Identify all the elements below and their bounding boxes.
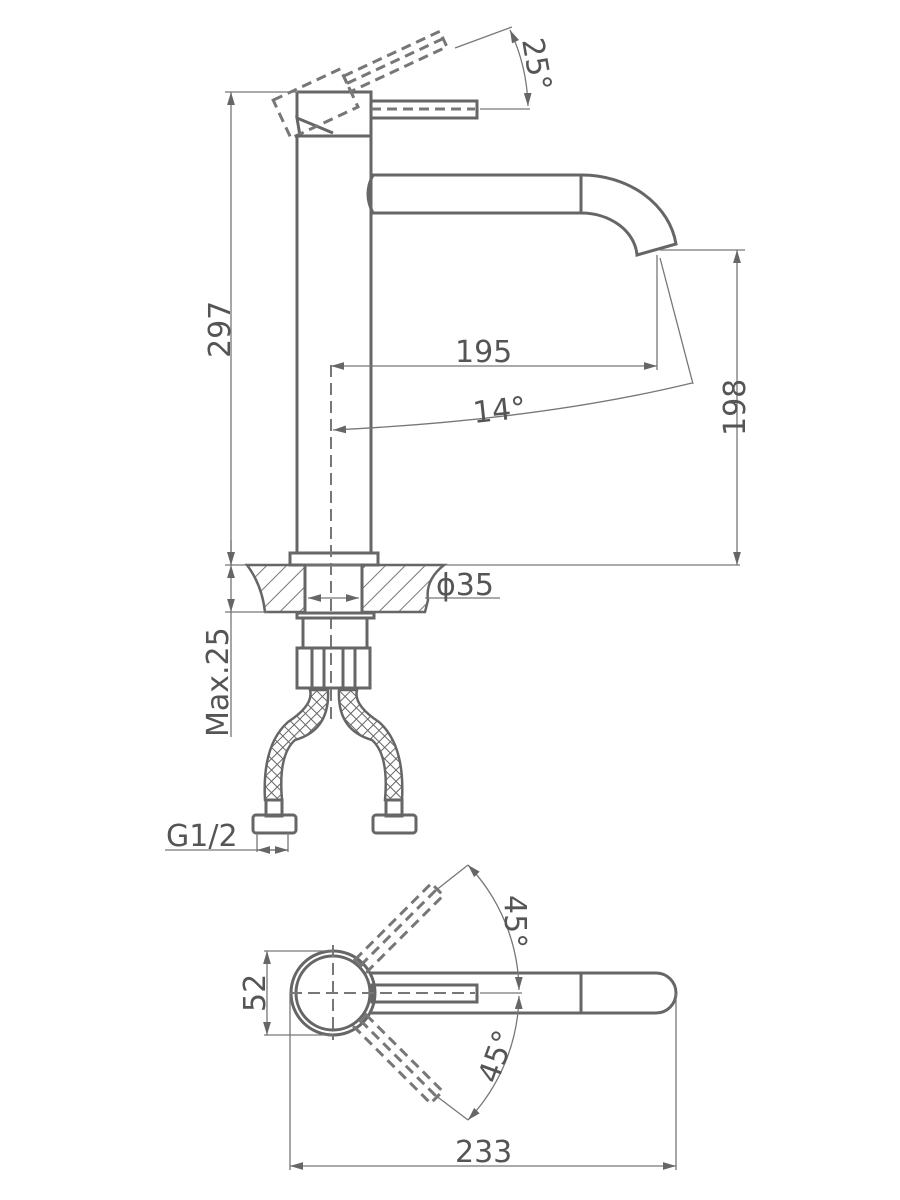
rotation-lower-label: 45° [472, 1026, 523, 1088]
diameter-52-label: 52 [238, 974, 273, 1012]
lever-position-right [352, 1012, 445, 1106]
side-view: 25° 297 195 14° 198 [165, 26, 753, 854]
supply-hoses [251, 688, 418, 835]
handle-angle-label: 25° [514, 35, 558, 93]
rotation-upper-label: 45° [497, 895, 532, 948]
max-thickness-label: Max.25 [201, 627, 236, 737]
reach-195-label: 195 [455, 335, 512, 370]
hole-diameter-label: ϕ35 [436, 568, 494, 603]
spout [366, 173, 678, 257]
height-297-label: 297 [203, 301, 238, 358]
spout-angle-label: 14° [471, 391, 528, 431]
faucet-body [295, 134, 373, 555]
hose-nut-right [371, 813, 418, 835]
hose-nut-left [251, 813, 298, 835]
lever-position-left [352, 881, 446, 974]
top-view: 45° 45° 52 233 [238, 864, 678, 1170]
fixing-nut [295, 611, 376, 690]
length-233-label: 233 [455, 1135, 512, 1170]
base-collar [288, 551, 380, 567]
handle-tilted-outline [271, 29, 449, 141]
height-198-label: 198 [718, 379, 753, 436]
handle-body [295, 90, 373, 138]
thread-label: G1/2 [166, 819, 238, 854]
countertop-section [244, 563, 448, 614]
